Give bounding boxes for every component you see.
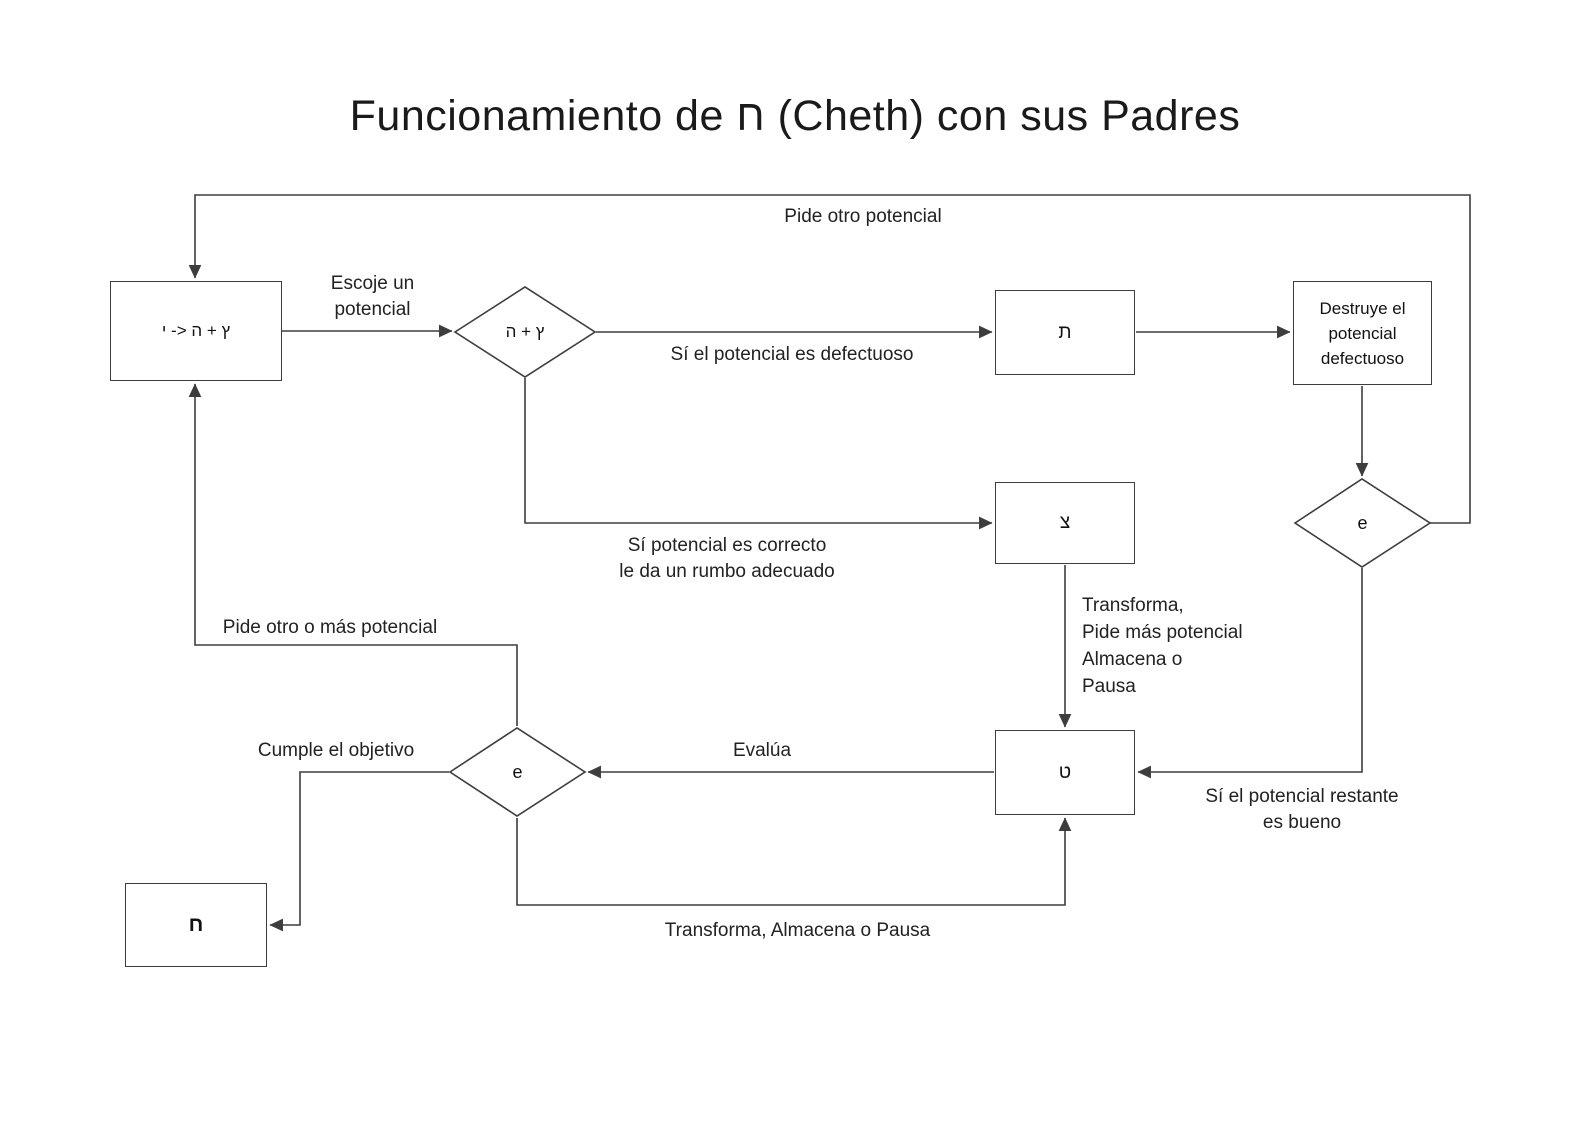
edge-restante-bueno (1137, 568, 1363, 779)
edge-label-escoje-un-potencial: Escoje un potencial (330, 273, 415, 320)
node-tet-label: ט (1058, 761, 1072, 783)
node-tet: ט (995, 730, 1135, 815)
node-tav-label: ת (1058, 321, 1072, 343)
edge-label-transforma-pide: Transforma, Pide más potencial Almacena … (1082, 595, 1243, 697)
edge-label-evalua: Evalúa (732, 740, 792, 761)
edge-pide-otro-mas (188, 383, 518, 726)
edge-pide-otro-potencial (188, 194, 1471, 524)
edge-transforma-almacena (516, 817, 1072, 906)
node-destruye: Destruye el potencial defectuoso (1293, 281, 1432, 385)
edge-label-defectuoso: Sí el potencial es defectuoso (670, 344, 914, 365)
edge-label-transforma-almacena: Transforma, Almacena o Pausa (664, 920, 931, 941)
diamond-e2 (448, 727, 587, 817)
edge-label-pide-otro-mas: Pide otro o más potencial (222, 617, 438, 638)
node-source-label: י -> ה + ץ (161, 321, 231, 340)
node-cheth: ח (125, 883, 267, 967)
edge-potencial-correcto (524, 378, 993, 530)
edge-label-pide-otro-potencial: Pide otro potencial (784, 206, 942, 227)
node-tav: ת (995, 290, 1135, 375)
node-destruye-label: Destruye el potencial defectuoso (1319, 298, 1406, 368)
edge-label-cumple: Cumple el objetivo (257, 740, 415, 761)
node-cheth-label: ח (188, 913, 204, 936)
edge-cumple-objetivo (269, 771, 449, 932)
node-source: י -> ה + ץ (110, 281, 282, 381)
node-tsadi-label: צ (1059, 512, 1071, 533)
diagram-title: Funcionamiento de ח (Cheth) con sus Padr… (349, 92, 1241, 140)
edge-label-restante-bueno: Sí el potencial restante es bueno (1205, 786, 1399, 833)
diamond-e1 (1293, 478, 1432, 568)
edge-label-correcto: Sí potencial es correcto le da un rumbo … (619, 535, 835, 582)
node-tsadi: צ (995, 482, 1135, 564)
diamond-choose (453, 286, 597, 378)
